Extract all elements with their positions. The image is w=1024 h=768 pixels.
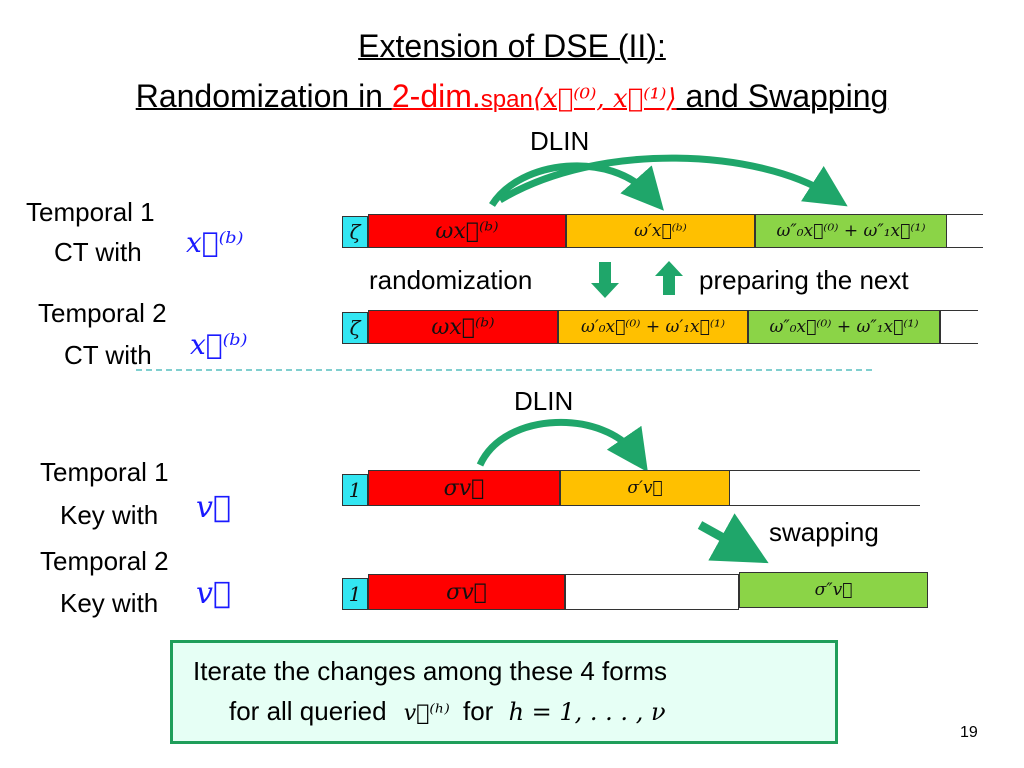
title-suffix: and Swapping bbox=[676, 78, 889, 114]
key2-cell-sigma: σv⃗ bbox=[368, 574, 565, 610]
ct1-cell-zeta: ζ bbox=[342, 216, 368, 248]
key2-cell-empty bbox=[565, 574, 739, 610]
swapping-arrow bbox=[697, 513, 769, 564]
key2-cell-one: 1 bbox=[342, 578, 368, 610]
key1-label-line1: Temporal 1 bbox=[40, 457, 169, 487]
summary-box: Iterate the changes among these 4 forms … bbox=[170, 640, 838, 744]
title-span-keyword: span bbox=[480, 86, 533, 113]
ct2-cell-empty bbox=[940, 310, 978, 344]
key2-cell-sigma-double-prime: σ″v⃗ bbox=[739, 572, 928, 608]
page-number: 19 bbox=[960, 724, 978, 741]
section-divider bbox=[136, 369, 872, 371]
slide-title-line1: Extension of DSE (II): bbox=[358, 28, 666, 64]
ct1-vector: x⃗⁽ᵇ⁾ bbox=[186, 226, 244, 259]
ct1-cell-omega: ωx⃗⁽ᵇ⁾ bbox=[368, 214, 566, 248]
ct1-label-line1: Temporal 1 bbox=[26, 197, 155, 227]
title-prefix: Randomization in bbox=[135, 78, 392, 114]
key1-open-top-edge bbox=[730, 470, 920, 471]
ct2-label-line2: CT with bbox=[64, 340, 152, 370]
ct1-cell-omega-double-prime: ω″₀x⃗⁽⁰⁾ + ω″₁x⃗⁽¹⁾ bbox=[755, 214, 947, 248]
summary-vector: v⃗⁽ʰ⁾ bbox=[403, 701, 450, 726]
summary-for: for bbox=[462, 696, 494, 726]
preparing-up-arrow bbox=[655, 261, 683, 295]
ct1-open-top-edge bbox=[947, 214, 983, 215]
ct2-cell-omega-prime-sum: ω′₀x⃗⁽⁰⁾ + ω′₁x⃗⁽¹⁾ bbox=[558, 310, 748, 344]
key2-label-line1: Temporal 2 bbox=[40, 546, 169, 576]
key1-cell-sigma: σv⃗ bbox=[368, 470, 560, 506]
summary-range: h = 1, . . . , ν bbox=[508, 698, 666, 726]
ct2-cell-omega-double-prime-sum: ω″₀x⃗⁽⁰⁾ + ω″₁x⃗⁽¹⁾ bbox=[748, 310, 940, 344]
dlin-arrow-top-1 bbox=[489, 162, 664, 211]
title-span-math: ⟨x⃗⁽⁰⁾, x⃗⁽¹⁾⟩ bbox=[532, 84, 677, 114]
dlin-label-top: DLIN bbox=[530, 126, 590, 156]
preparing-next-label: preparing the next bbox=[699, 265, 909, 295]
dlin-arrow-top-2 bbox=[498, 154, 848, 207]
randomization-down-arrow bbox=[591, 262, 619, 298]
randomization-label: randomization bbox=[369, 265, 533, 295]
ct2-cell-omega: ωx⃗⁽ᵇ⁾ bbox=[368, 310, 558, 344]
slide-title-line2: Randomization in 2-dim.span⟨x⃗⁽⁰⁾, x⃗⁽¹⁾… bbox=[0, 78, 1024, 115]
key1-cell-one: 1 bbox=[342, 474, 368, 506]
key2-vector: v⃗ bbox=[196, 576, 231, 611]
dlin-label-bottom: DLIN bbox=[514, 386, 574, 416]
summary-line2: for all queried v⃗⁽ʰ⁾ for h = 1, . . . ,… bbox=[229, 695, 666, 730]
key1-label-line2: Key with bbox=[60, 500, 159, 530]
summary-line1: Iterate the changes among these 4 forms bbox=[193, 656, 668, 686]
ct2-vector: x⃗⁽ᵇ⁾ bbox=[190, 328, 248, 361]
key1-open-bottom-edge bbox=[730, 505, 920, 506]
key1-cell-sigma-prime: σ′v⃗ bbox=[560, 470, 730, 506]
ct1-label-line2: CT with bbox=[54, 237, 142, 267]
ct1-cell-omega-prime: ω′x⃗⁽ᵇ⁾ bbox=[566, 214, 755, 248]
title-2dim: 2-dim. bbox=[391, 78, 481, 114]
summary-prefix: for all queried bbox=[229, 696, 387, 726]
ct2-cell-zeta: ζ bbox=[342, 312, 368, 344]
dlin-arrow-bottom bbox=[476, 418, 648, 473]
ct2-label-line1: Temporal 2 bbox=[38, 298, 167, 328]
ct1-open-bottom-edge bbox=[947, 247, 983, 248]
swapping-label: swapping bbox=[769, 517, 879, 547]
key1-vector: v⃗ bbox=[196, 490, 231, 525]
key2-label-line2: Key with bbox=[60, 588, 159, 618]
